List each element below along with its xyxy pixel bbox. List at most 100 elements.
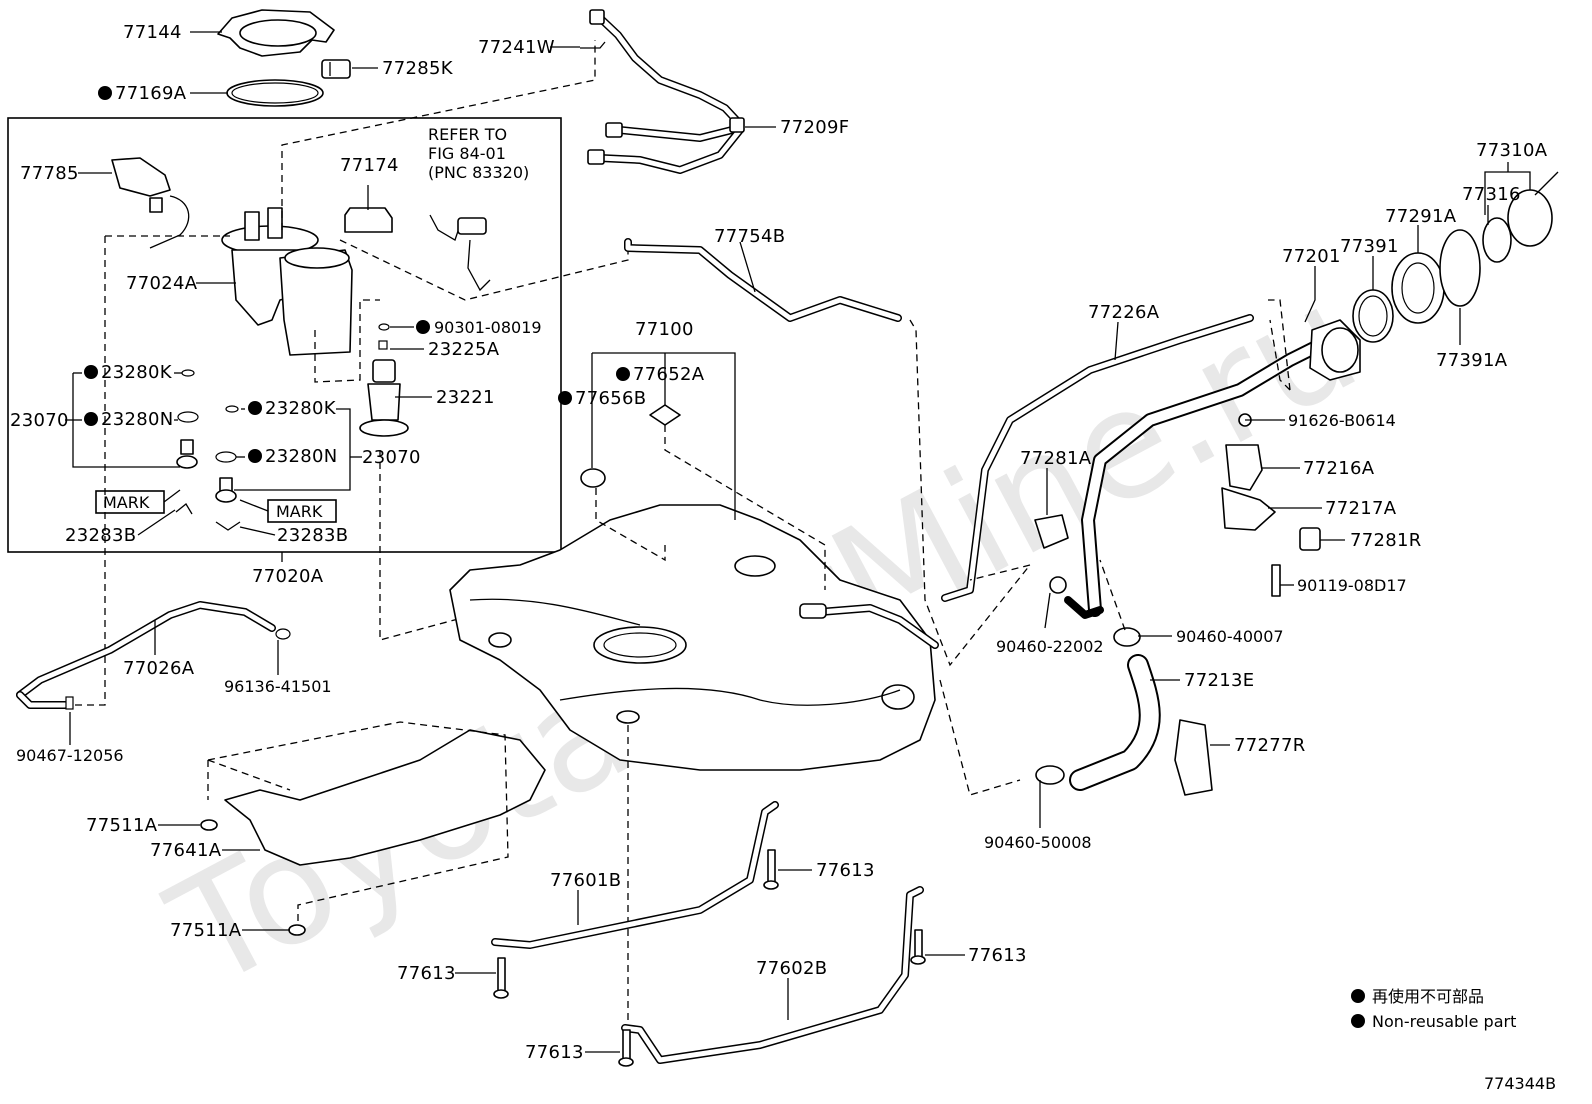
label-77174: 77174 [340,155,399,176]
band-77601B [491,801,779,949]
label-23280N-1: 23280N [101,409,174,430]
oring-23280N-2 [215,451,237,463]
label-77201: 77201 [1282,246,1341,267]
label-77785: 77785 [20,163,79,184]
band-77602B [621,886,924,1064]
hose-77209F [580,9,745,174]
label-23225A: 23225A [428,339,500,360]
clamp-96136 [275,628,291,640]
clip-77285K [321,59,351,79]
refer-line2: FIG 84-01 [428,144,506,163]
label-77281A: 77281A [1020,448,1092,469]
label-23221: 23221 [436,387,495,408]
oring-23280N-1 [177,411,199,423]
clip-77281R [1299,527,1321,551]
pump-module-frame [7,117,562,553]
label-90467-12056: 90467-12056 [16,746,124,765]
nonreusable-dot [558,391,572,405]
refer-line1: REFER TO [428,125,507,144]
label-77277R: 77277R [1234,735,1306,756]
legend-dot-jp [1351,989,1365,1003]
filler-pipe-77201 [1081,319,1361,617]
fuel-tank-77100 [449,504,939,771]
label-90301-08019: 90301-08019 [434,318,542,337]
nonreusable-dot [84,412,98,426]
label-77511A-2: 77511A [170,920,242,941]
bolt-77613-4 [618,1029,634,1067]
hose-77213E [1069,654,1161,791]
part-23225A [378,340,388,350]
label-77217A: 77217A [1325,498,1397,519]
clamp-90460-22002 [1049,576,1067,594]
label-23070-1: 23070 [10,410,69,431]
label-77613-2: 77613 [397,963,456,984]
clip-77281A [1034,514,1069,549]
label-77291A: 77291A [1385,206,1457,227]
clip-23283B-1 [175,503,193,515]
label-77601B: 77601B [550,870,621,891]
breather-77226A [941,314,1254,602]
clip-23283B-2 [215,521,241,531]
label-77613-1: 77613 [816,860,875,881]
clamp-90467 [65,696,74,710]
legend: 再使用不可部品 Non-reusable part [1351,987,1516,1031]
label-23070-2: 23070 [362,447,421,468]
valve-right [215,477,237,503]
bracket-77174 [344,207,393,233]
bolt-90119 [1271,564,1281,597]
label-77316: 77316 [1462,184,1521,205]
clip-77511A-1 [200,819,218,831]
label-77169A: 77169A [115,83,187,104]
legend-en: Non-reusable part [1372,1012,1516,1031]
label-77391: 77391 [1340,236,1399,257]
label-77209F: 77209F [780,117,849,138]
label-77213E: 77213E [1184,670,1254,691]
label-77613-3: 77613 [968,945,1027,966]
ring-77316 [1482,217,1512,263]
retainer-ring-77144 [217,9,335,57]
label-77241W: 77241W [478,37,555,58]
label-91626-B0614: 91626-B0614 [1288,411,1396,430]
mark-label-left: MARK [103,493,150,512]
label-77310A: 77310A [1476,140,1548,161]
nonreusable-dot [248,449,262,463]
label-90460-22002: 90460-22002 [996,637,1104,656]
pump-23221 [359,359,409,437]
label-77754B: 77754B [714,226,785,247]
bolt-77613-2 [493,957,509,999]
label-77026A: 77026A [123,658,195,679]
nonreusable-dot [248,401,262,415]
vapor-line-77754B [624,238,902,322]
label-77652A: 77652A [633,364,705,385]
nonreusable-dot [84,365,98,379]
gasket-inner [231,82,319,104]
label-77024A: 77024A [126,273,198,294]
legend-jp: 再使用不可部品 [1372,987,1484,1006]
oring-23280K-1 [181,369,195,377]
nonreusable-dot [616,367,630,381]
label-77281R: 77281R [1350,530,1422,551]
bolt-77613-1 [763,849,779,890]
label-77511A-1: 77511A [86,815,158,836]
label-90119-08D17: 90119-08D17 [1297,576,1407,595]
label-77144: 77144 [123,22,182,43]
label-77391A: 77391A [1436,350,1508,371]
sensor-77785 [111,157,190,249]
diagram-id: 774344B [1484,1074,1556,1093]
label-90460-40007: 90460-40007 [1176,627,1284,646]
label-23283B-2: 23283B [277,525,348,546]
label-77613-4: 77613 [525,1042,584,1063]
label-77226A: 77226A [1088,302,1160,323]
label-90460-50008: 90460-50008 [984,833,1092,852]
hose-77026A [16,601,276,709]
label-77656B: 77656B [575,388,646,409]
label-77100: 77100 [635,319,694,340]
bolt-77613-3 [910,929,926,965]
mark-box-left: MARK [95,490,165,514]
oring-23280K-2 [225,405,239,413]
protector-77277R [1174,719,1213,796]
label-77285K: 77285K [382,58,454,79]
guide-left [70,236,106,706]
